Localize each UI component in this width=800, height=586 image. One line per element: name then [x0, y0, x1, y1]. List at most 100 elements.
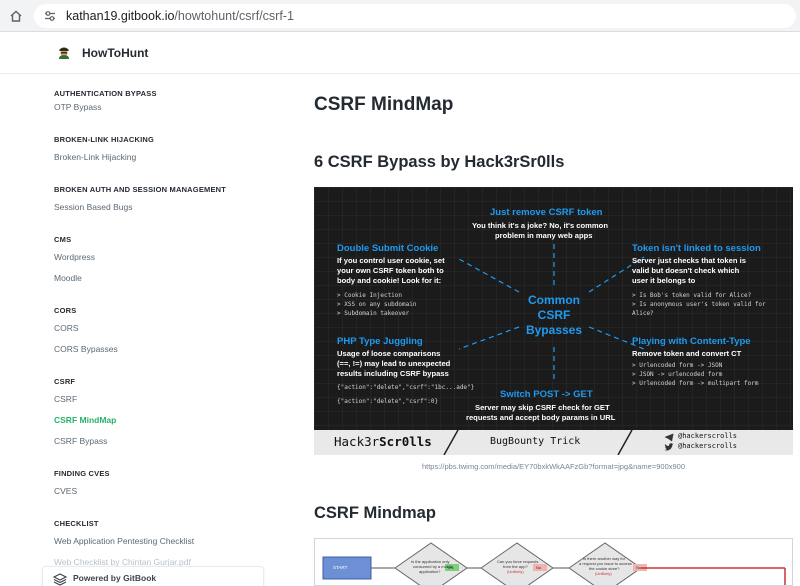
csrf-bypass-mindmap-image: Just remove CSRF token You think it's a … [314, 187, 793, 455]
footer-trick: BugBounty Trick [490, 436, 581, 447]
mindmap-background [314, 187, 793, 430]
section-heading-csrf-bypass: 6 CSRF Bypass by Hack3rSr0lls [314, 153, 565, 171]
sidebar-item-web-app-checklist[interactable]: Web Application Pentesting Checklist [54, 536, 195, 546]
powered-by-gitbook-button[interactable]: Powered by GitBook [42, 566, 264, 586]
site-title[interactable]: HowToHunt [82, 46, 149, 60]
mindmap-left2-text-3: results including CSRF bypass [337, 369, 449, 378]
mindmap-right2-title: Playing with Content-Type [632, 336, 751, 347]
csrf-flowchart-image: START Is the application only consumed b… [314, 538, 793, 586]
site-header: HowToHunt [0, 32, 800, 74]
mindmap-right1-text-1: Server just checks that token is [632, 256, 746, 265]
mindmap-center-line-3: Bypasses [525, 323, 583, 337]
twitter-icon [664, 443, 674, 451]
mindmap-top-title: Just remove CSRF token [490, 207, 603, 218]
sidebar-section-title: AUTHENTICATION BYPASS [54, 89, 157, 98]
section-heading-csrf-mindmap: CSRF Mindmap [314, 504, 436, 522]
footer-dividers [443, 430, 633, 455]
mindmap-left1-text-1: If you control user cookie, set [337, 256, 445, 265]
flowchart-yes-label: Yes [447, 565, 454, 570]
mindmap-left2-text-2: (==, !=) may lead to unexpected [337, 359, 451, 368]
flowchart-q2-line-2: from the app? [503, 564, 528, 569]
flowchart-q1-line-3: application? [419, 569, 441, 574]
sidebar-item-web-checklist-pdf[interactable]: Web Checklist by Chintan Gurjar.pdf [54, 557, 191, 567]
page-title: CSRF MindMap [314, 94, 454, 115]
footer-handle-twitter: @hackerscrolls [678, 442, 738, 450]
mindmap-top-text-2: problem in many web apps [495, 231, 593, 240]
sidebar-item-broken-link-hijacking[interactable]: Broken-Link Hijacking [54, 152, 137, 162]
flowchart-start: START [333, 565, 348, 570]
url-text[interactable]: kathan19.gitbook.io/howtohunt/csrf/csrf-… [66, 9, 294, 23]
footer-brand-plain: Hack3r [334, 434, 380, 449]
home-icon[interactable] [6, 6, 26, 26]
sidebar-section-title: CSRF [54, 377, 76, 386]
sidebar-item-csrf-bypass[interactable]: CSRF Bypass [54, 436, 108, 446]
mindmap-left1-code-1: > Cookie Injection [337, 292, 403, 299]
sidebar-nav: AUTHENTICATION BYPASS OTP Bypass BROKEN-… [0, 74, 276, 586]
sidebar-item-session-based-bugs[interactable]: Session Based Bugs [54, 202, 133, 212]
telegram-icon [664, 433, 674, 442]
mindmap-right1-code-1: > Is Bob's token valid for Alice? [632, 292, 752, 299]
flowchart-shapes [322, 542, 786, 585]
mindmap-left1-text-3: body and cookie! Look for it: [337, 276, 442, 285]
sidebar-item-cors-bypasses[interactable]: CORS Bypasses [54, 344, 118, 354]
mindmap-right1-text-2: valid but doesn't check which [632, 266, 740, 275]
flowchart-q3-line-2: a request you issue to access [579, 561, 632, 566]
sidebar-section-title: BROKEN AUTH AND SESSION MANAGEMENT [54, 185, 227, 194]
sidebar-section-title: FINDING CVES [54, 469, 110, 478]
mindmap-right2-text-1: Remove token and convert CT [632, 349, 742, 358]
gitbook-icon [53, 573, 67, 586]
sidebar-item-cves[interactable]: CVES [54, 486, 78, 496]
mindmap-right2-code-2: > JSON -> urlencoded form [632, 371, 723, 378]
mindmap-left1-text-2: your own CSRF token both to [337, 266, 444, 275]
browser-toolbar: kathan19.gitbook.io/howtohunt/csrf/csrf-… [0, 0, 800, 32]
footer-brand-bold: Scr0lls [379, 434, 432, 449]
mindmap-right2-code-1: > Urlencoded form -> JSON [632, 362, 723, 369]
hacker-logo-icon[interactable] [56, 44, 72, 60]
flowchart-no-label-1: No [536, 565, 542, 570]
sidebar-section-title: CORS [54, 306, 77, 315]
mindmap-right1-code-2: > Is anonymous user's token valid for [632, 301, 766, 308]
mindmap-footer: Hack3rScr0lls BugBounty Trick @hackerscr… [314, 430, 793, 455]
sidebar-item-wordpress[interactable]: Wordpress [54, 252, 95, 262]
address-bar[interactable]: kathan19.gitbook.io/howtohunt/csrf/csrf-… [34, 4, 796, 28]
flowchart-q3-line-3: the cookie store? [589, 566, 620, 571]
mindmap-top-text-1: You think it's a joke? No, it's common [472, 221, 608, 230]
mindmap-left1-title: Double Submit Cookie [337, 243, 439, 254]
site-settings-icon[interactable] [42, 8, 58, 24]
mindmap-center-line-1: Common [528, 293, 580, 307]
powered-by-label: Powered by GitBook [73, 573, 157, 583]
mindmap-bottom-title: Switch POST -> GET [500, 389, 593, 400]
mindmap-right1-code-3: Alice? [632, 310, 654, 317]
mindmap-left2-code-2: {"action":"delete","csrf":0} [337, 398, 439, 405]
flowchart-q2-line-1: Can you force requests [497, 559, 539, 564]
mindmap-bottom-text-1: Server may skip CSRF check for GET [475, 403, 610, 412]
mindmap-left1-code-2: > XSS on any subdomain [337, 301, 417, 308]
flowchart-q1-line-1: Is the application only [411, 559, 450, 564]
flowchart-q3-line-1: Is there another way for [583, 556, 626, 561]
sidebar-item-csrf[interactable]: CSRF [54, 394, 78, 404]
url-path: /howtohunt/csrf/csrf-1 [174, 9, 294, 23]
image-caption: https://pbs.twimg.com/media/EY70bxkWkAAF… [421, 462, 686, 471]
mindmap-right1-title: Token isn't linked to session [632, 243, 761, 254]
sidebar-item-moodle[interactable]: Moodle [54, 273, 82, 283]
flowchart-q1-line-2: consumed by a mobile [413, 564, 454, 569]
sidebar-item-otp-bypass[interactable]: OTP Bypass [54, 102, 102, 112]
sidebar-section-title: BROKEN-LINK HIJACKING [54, 135, 155, 144]
mindmap-right1-text-3: user it belongs to [632, 276, 696, 285]
mindmap-left2-code-1: {"action":"delete","csrf":"1bc...ade"} [337, 384, 475, 391]
mindmap-left1-code-3: > Subdomain takeover [337, 310, 410, 317]
sidebar-item-csrf-mindmap[interactable]: CSRF MindMap [54, 415, 117, 425]
mindmap-bottom-text-2: requests and accept body params in URL [466, 413, 616, 422]
sidebar-item-cors[interactable]: CORS [54, 323, 79, 333]
footer-handle-telegram: @hackerscrolls [678, 432, 738, 440]
flowchart-q2-sub: (Unlikely) [507, 569, 524, 574]
url-host: kathan19.gitbook.io [66, 9, 175, 23]
sidebar-section-title: CHECKLIST [54, 519, 99, 528]
mindmap-left2-text-1: Usage of loose comparisons [337, 349, 441, 358]
flowchart-no-label-2: No [636, 565, 642, 570]
sidebar-section-title: CMS [54, 235, 72, 244]
mindmap-right2-code-3: > Urlencoded form -> multipart form [632, 380, 759, 387]
mindmap-center-label: Common CSRF Bypasses [514, 293, 594, 338]
mindmap-center-line-2: CSRF [537, 308, 571, 322]
flowchart-q3-sub: (Unlikely) [595, 571, 612, 576]
